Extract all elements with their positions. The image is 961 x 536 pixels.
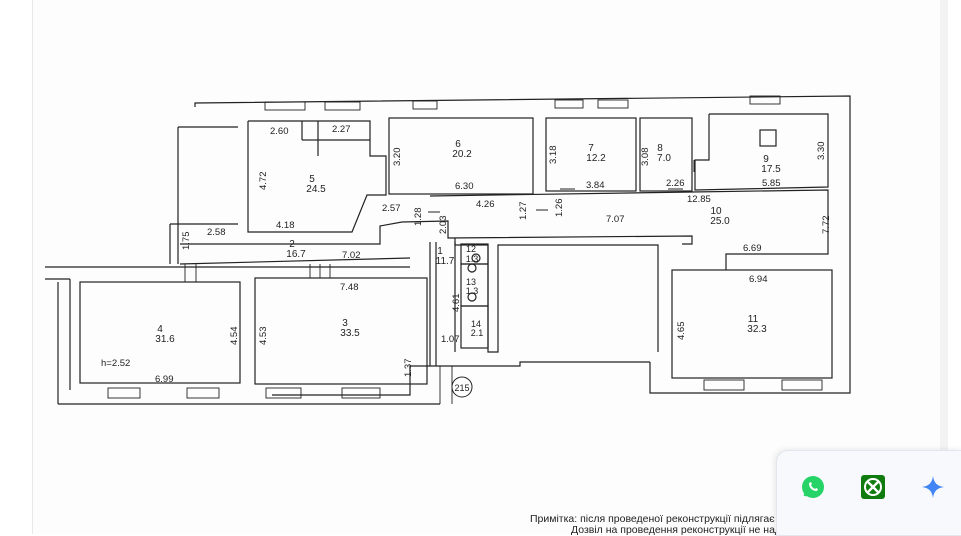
room-9-number: 9 bbox=[763, 154, 769, 165]
dim-label: 6.99 bbox=[155, 374, 174, 385]
dim-label: 4.72 bbox=[258, 172, 269, 191]
room-1-number: 1 bbox=[437, 246, 443, 257]
scrollbar[interactable] bbox=[940, 0, 948, 534]
room-14-number: 14 bbox=[471, 319, 481, 329]
dim-label: 7.02 bbox=[342, 250, 361, 261]
dim-label: 4.61 bbox=[451, 294, 462, 313]
whatsapp-icon bbox=[802, 476, 824, 498]
room-12-number: 12 bbox=[466, 244, 476, 254]
quick-launch-dock bbox=[776, 450, 961, 536]
dim-label: 1.75 bbox=[181, 232, 192, 251]
dim-label: 2.60 bbox=[270, 126, 289, 137]
plan-stamp-number: 215 bbox=[454, 383, 469, 393]
room-3-area: 33.5 bbox=[340, 328, 360, 339]
room-7-area: 12.2 bbox=[586, 153, 606, 164]
dim-label: 3.30 bbox=[816, 142, 827, 161]
dim-label: 4.26 bbox=[476, 199, 495, 210]
room-1-area: 11.7 bbox=[436, 256, 455, 267]
room-10-number: 10 bbox=[710, 206, 722, 217]
dim-label: 2.26 bbox=[666, 178, 685, 189]
dim-label: 1.27 bbox=[518, 202, 529, 221]
dim-label: 4.18 bbox=[276, 220, 295, 231]
dim-label: 2.27 bbox=[332, 124, 351, 135]
dim-label: 3.18 bbox=[548, 146, 559, 165]
room-3-number: 3 bbox=[342, 318, 348, 329]
room-2-area: 16.7 bbox=[286, 249, 306, 260]
note-line-1: Примітка: після проведеної реконструкції… bbox=[530, 513, 811, 525]
room-7-number: 7 bbox=[588, 143, 594, 154]
dim-label: 4.53 bbox=[258, 327, 269, 346]
dim-label: 12.85 bbox=[687, 194, 711, 205]
dim-label: 6.30 bbox=[455, 181, 474, 192]
room-5-number: 5 bbox=[309, 174, 315, 185]
room-9-area: 17.5 bbox=[761, 164, 781, 175]
dim-label: 7.72 bbox=[821, 216, 832, 235]
room-11-area: 32.3 bbox=[747, 324, 767, 335]
dim-label: 1.28 bbox=[413, 208, 424, 227]
room-4-area: 31.6 bbox=[155, 334, 175, 345]
dim-label: 6.69 bbox=[743, 243, 762, 254]
room-6-number: 6 bbox=[455, 139, 461, 150]
room-10-area: 25.0 bbox=[710, 216, 730, 227]
dim-label: 3.84 bbox=[586, 180, 605, 191]
dim-label: 7.07 bbox=[606, 214, 625, 225]
dim-label: 1.26 bbox=[554, 199, 565, 218]
room-13-number: 13 bbox=[466, 277, 476, 287]
room-11-number: 11 bbox=[748, 314, 759, 325]
room-5-area: 24.5 bbox=[306, 184, 326, 195]
room-8-number: 8 bbox=[657, 143, 663, 154]
room-12-area: 1.3 bbox=[466, 254, 479, 264]
room-4-number: 4 bbox=[157, 324, 163, 335]
dim-label: 1.37 bbox=[403, 359, 414, 378]
note-line-2: Дозвіл на проведення реконструкції не на… bbox=[571, 524, 804, 536]
dim-label: 5.85 bbox=[762, 178, 781, 189]
gemini-button[interactable] bbox=[917, 471, 949, 503]
xbox-button[interactable] bbox=[857, 471, 889, 503]
room-2-number: 2 bbox=[289, 239, 295, 250]
dim-label: 4.54 bbox=[229, 327, 240, 346]
gemini-icon bbox=[922, 476, 944, 498]
dim-label: 3.20 bbox=[392, 148, 403, 167]
dim-label: 4.65 bbox=[676, 322, 687, 341]
room-14-area: 2.1 bbox=[471, 328, 484, 338]
dim-label: 2.03 bbox=[438, 216, 449, 235]
room-8-area: 7.0 bbox=[657, 153, 671, 164]
dim-label: 3.08 bbox=[640, 148, 651, 167]
xbox-icon bbox=[861, 475, 885, 499]
ceiling-height-label: h=2.52 bbox=[101, 358, 130, 369]
dim-label: 7.48 bbox=[340, 282, 359, 293]
whatsapp-button[interactable] bbox=[797, 471, 829, 503]
dim-label: 1.07 bbox=[441, 334, 460, 345]
room-6-area: 20.2 bbox=[452, 149, 472, 160]
dim-label: 2.57 bbox=[382, 203, 401, 214]
dim-label: 6.94 bbox=[749, 274, 768, 285]
dim-label: 2.58 bbox=[207, 227, 226, 238]
room-13-area: 1.3 bbox=[466, 286, 479, 296]
